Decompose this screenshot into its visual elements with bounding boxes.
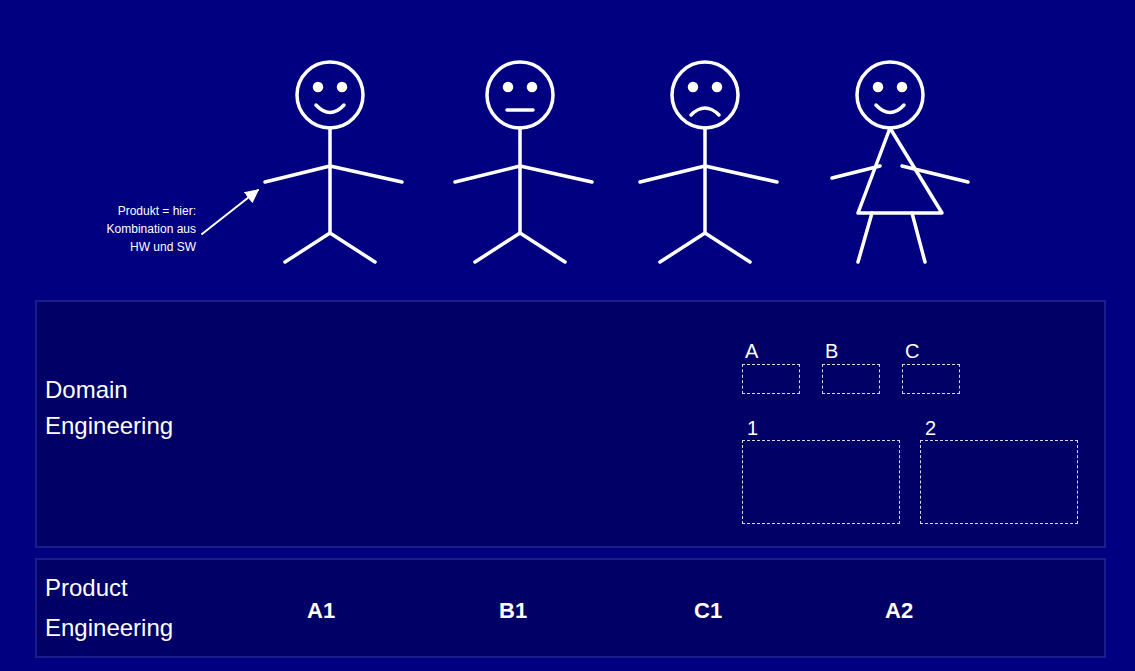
text-holder: C [905,339,935,363]
variant-letter: A [745,339,775,363]
label-holder: Produkt = hier: Kombination aus HW und S… [92,202,196,256]
variant-slot: 1 [742,440,900,524]
variant-number: 1 [747,416,777,440]
product-figure [832,62,968,262]
product-figure [455,62,592,262]
product-config: B1 [499,598,569,624]
annotation-note: Produkt = hier: Kombination aus HW und S… [92,202,196,256]
variant-slot: 2 [920,440,1078,524]
text-holder: A2 [885,598,955,624]
variant-letter: B [825,339,855,363]
text-holder: Product Engineering [45,568,215,648]
variant-letter: C [905,339,935,363]
product-figure [640,62,777,262]
leader-arrow [202,190,258,234]
variant-number: 2 [925,416,955,440]
band-title: Domain Engineering [45,372,215,444]
product-config: A1 [307,598,377,624]
text-holder: A [745,339,775,363]
product-figure [265,62,402,262]
domain-engineering-band: Domain EngineeringABC12 [35,300,1106,548]
product-config: A2 [885,598,955,624]
text-holder: B1 [499,598,569,624]
product-config: C1 [694,598,764,624]
variant-slot: C [902,364,960,394]
text-holder: Domain Engineering [45,372,215,444]
variant-slot: A [742,364,800,394]
band-title: Product Engineering [45,568,215,648]
text-holder: B [825,339,855,363]
product-engineering-band: Product Engineering A1 B1 C1 A2 [35,558,1106,658]
text-holder: 1 [747,416,777,440]
text-holder: A1 [307,598,377,624]
variant-slot: B [822,364,880,394]
text-holder: C1 [694,598,764,624]
text-holder: 2 [925,416,955,440]
